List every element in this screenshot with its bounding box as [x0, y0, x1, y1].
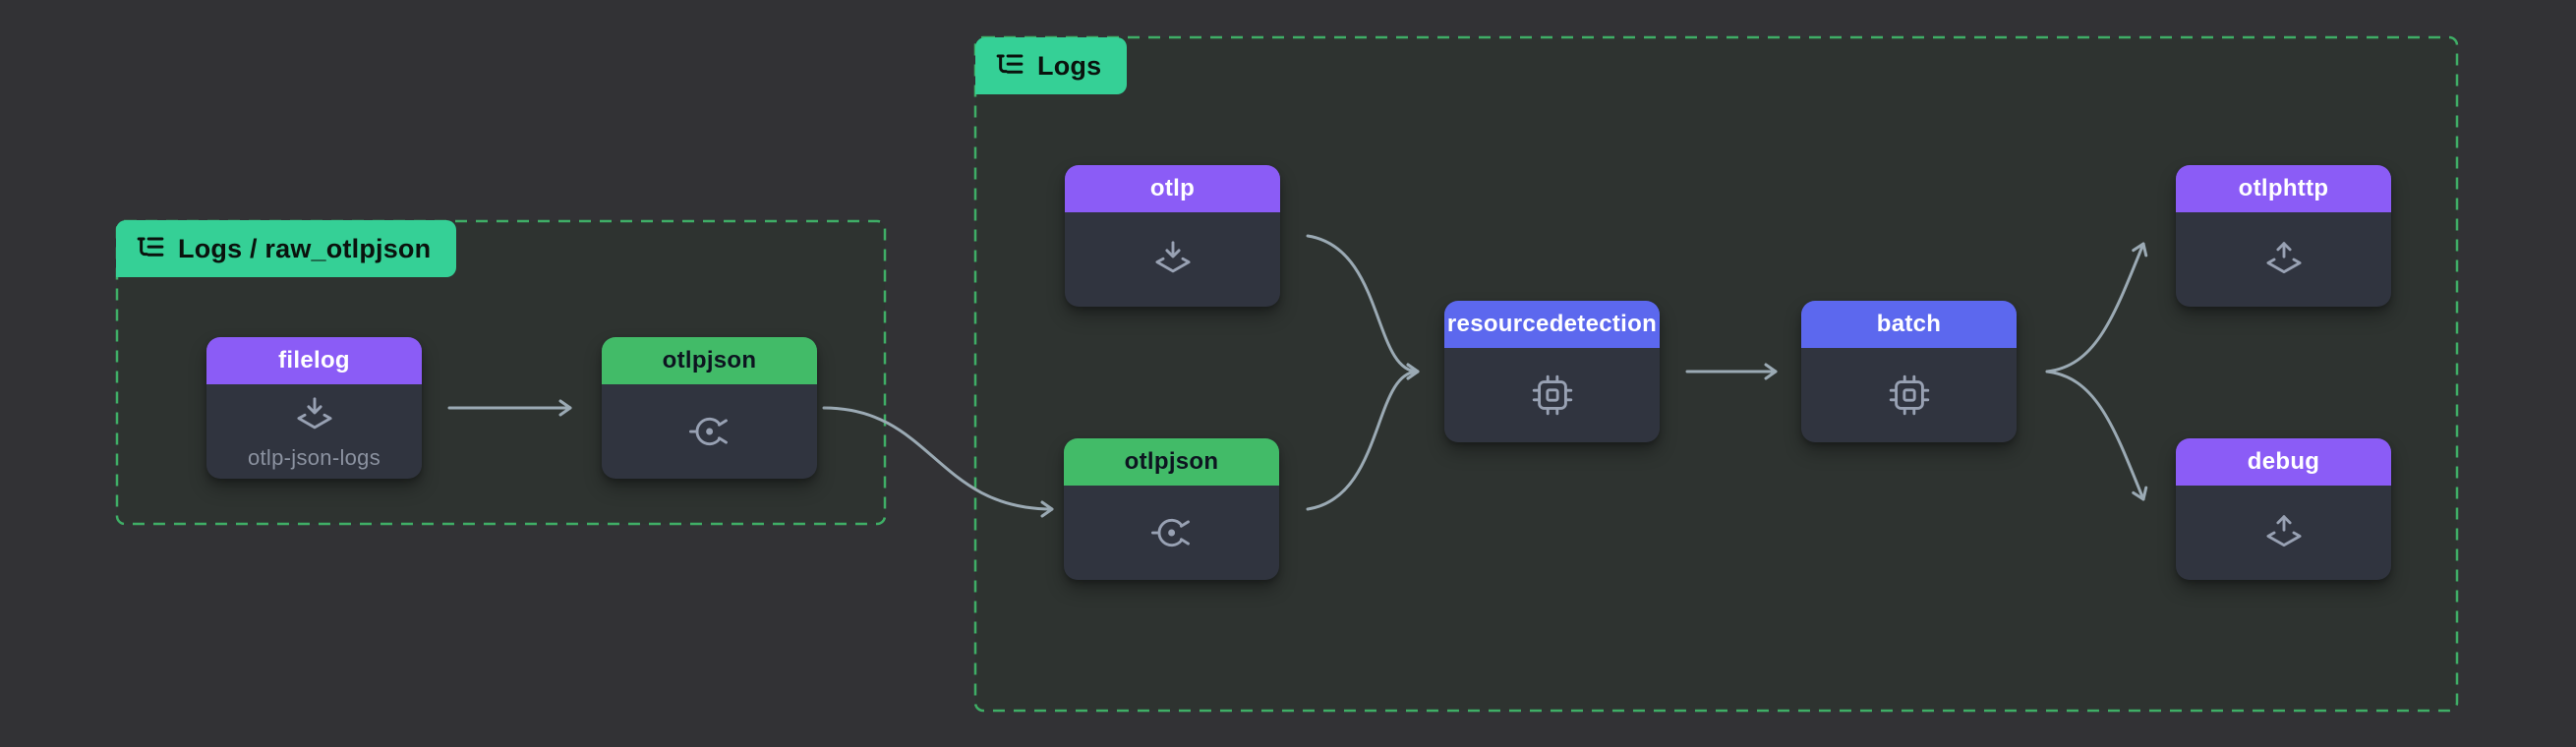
cpu-icon: [1530, 373, 1575, 418]
connector-icon: [687, 409, 732, 454]
node-filelog[interactable]: filelog otlp-json-logs: [206, 337, 422, 479]
node-debug[interactable]: debug: [2176, 438, 2391, 580]
node-header: filelog: [206, 337, 422, 384]
node-otlpjson-raw[interactable]: otlpjson: [602, 337, 817, 479]
exporter-icon: [2261, 237, 2307, 282]
edge-otlpjson-to-resourcedetection: [1306, 363, 1420, 511]
edge-otlpjson-raw-to-otlpjson-logs: [822, 406, 1054, 518]
node-batch[interactable]: batch: [1801, 301, 2017, 442]
receiver-inbox-icon: [292, 393, 337, 438]
node-header: resourcedetection: [1444, 301, 1660, 348]
node-subtitle: otlp-json-logs: [247, 444, 381, 470]
pipeline-badge-label: Logs / raw_otlpjson: [178, 233, 432, 263]
connector-icon: [1149, 510, 1195, 555]
receiver-inbox-icon: [1150, 237, 1196, 282]
logs-icon: [995, 51, 1025, 81]
node-header: debug: [2176, 438, 2391, 486]
exporter-icon: [2261, 510, 2307, 555]
pipeline-badge-logs: Logs: [975, 37, 1128, 94]
node-resourcedetection[interactable]: resourcedetection: [1444, 301, 1660, 442]
pipeline-badge-label: Logs: [1037, 50, 1102, 81]
pipeline-badge-raw-otlpjson: Logs / raw_otlpjson: [116, 220, 457, 277]
node-otlpjson-logs[interactable]: otlpjson: [1064, 438, 1279, 580]
node-header: otlpjson: [602, 337, 817, 384]
node-header: otlpjson: [1064, 438, 1279, 486]
node-header: otlphttp: [2176, 165, 2391, 212]
cpu-icon: [1887, 373, 1932, 418]
node-otlphttp[interactable]: otlphttp: [2176, 165, 2391, 307]
edge-batch-to-otlphttp: [2045, 242, 2148, 374]
pipeline-group-logs: [973, 35, 2459, 713]
node-otlp[interactable]: otlp: [1065, 165, 1280, 307]
edge-batch-to-debug: [2045, 370, 2148, 501]
node-header: otlp: [1065, 165, 1280, 212]
logs-icon: [136, 234, 165, 263]
edge-otlp-to-resourcedetection: [1306, 234, 1420, 380]
node-header: batch: [1801, 301, 2017, 348]
